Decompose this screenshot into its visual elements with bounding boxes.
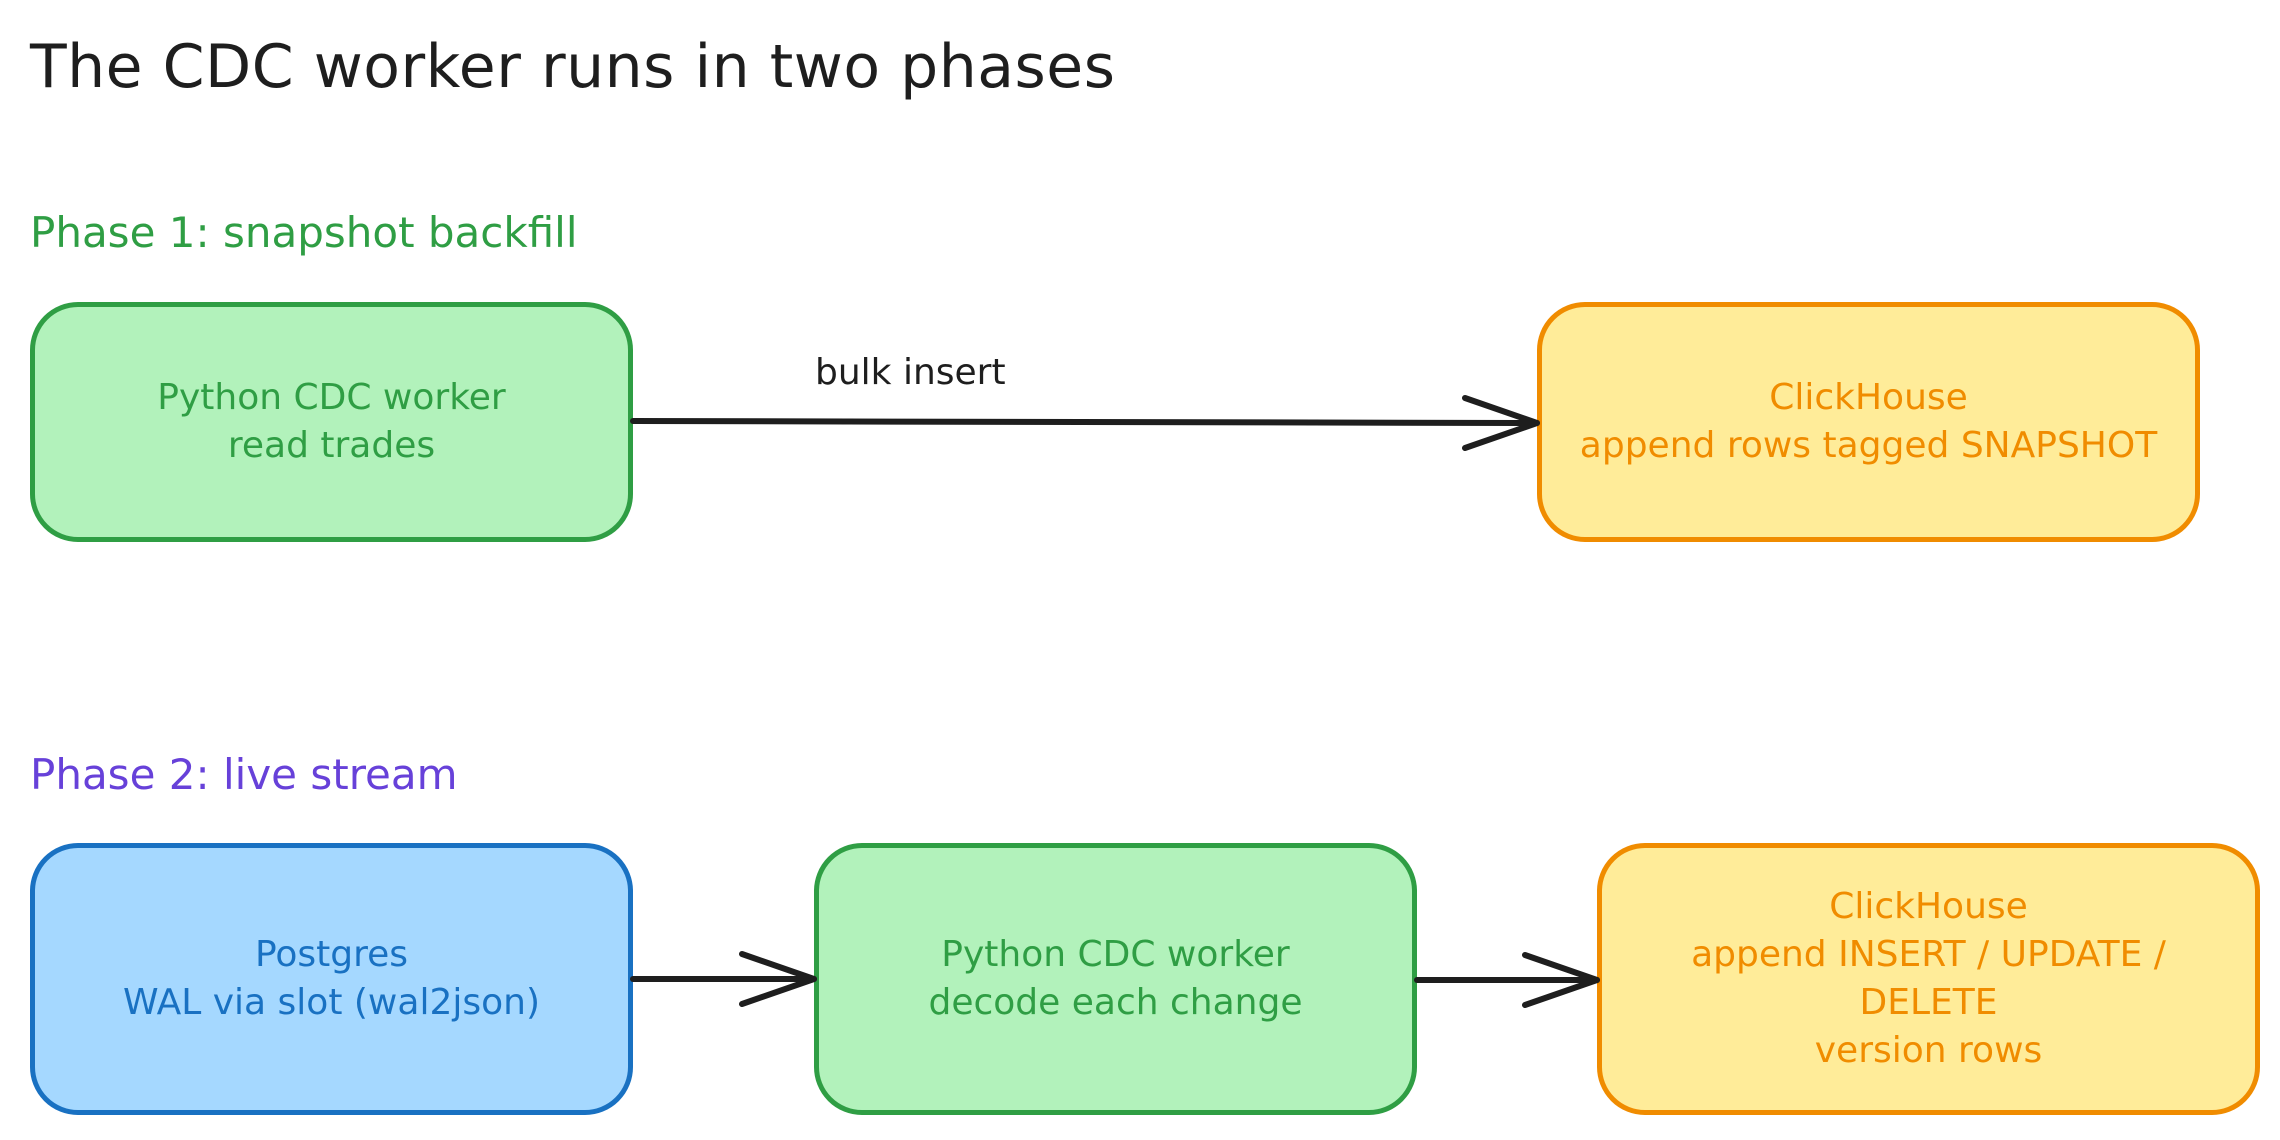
phase-2-clickhouse-line-2: append INSERT / UPDATE / bbox=[1691, 934, 2166, 975]
phase-2-clickhouse-line-3: DELETE bbox=[1859, 982, 1998, 1023]
phase-2-worker-title: Python CDC worker bbox=[941, 934, 1290, 975]
phase-2-label: Phase 2: live stream bbox=[30, 750, 458, 799]
phase-2-postgres-title: Postgres bbox=[254, 934, 409, 975]
phase-1-clickhouse-node[interactable]: ClickHouse append rows tagged SNAPSHOT bbox=[1537, 302, 2200, 542]
arrow-worker-to-clickhouse-phase-1[interactable] bbox=[630, 395, 1540, 451]
phase-1-clickhouse-title: ClickHouse bbox=[1769, 377, 1968, 418]
phase-2-postgres-node[interactable]: Postgres WAL via slot (wal2json) bbox=[30, 843, 633, 1115]
phase-2-clickhouse-line-4: version rows bbox=[1814, 1030, 2043, 1071]
phase-2-clickhouse-node[interactable]: ClickHouse append INSERT / UPDATE / DELE… bbox=[1597, 843, 2260, 1115]
phase-2-postgres-subtitle: WAL via slot (wal2json) bbox=[122, 982, 540, 1023]
phase-1-worker-subtitle: read trades bbox=[227, 425, 436, 466]
phase-2-clickhouse-title: ClickHouse bbox=[1829, 886, 2028, 927]
phase-1-worker-title: Python CDC worker bbox=[157, 377, 506, 418]
phase-1-label: Phase 1: snapshot backfill bbox=[30, 208, 578, 257]
phase-2-worker-subtitle: decode each change bbox=[928, 982, 1303, 1023]
phase-1-worker-node[interactable]: Python CDC worker read trades bbox=[30, 302, 633, 542]
page-title: The CDC worker runs in two phases bbox=[30, 32, 1116, 102]
phase-2-worker-node[interactable]: Python CDC worker decode each change bbox=[814, 843, 1417, 1115]
phase-1-clickhouse-subtitle: append rows tagged SNAPSHOT bbox=[1579, 425, 2158, 466]
bulk-insert-edge-label: bulk insert bbox=[815, 352, 1006, 393]
arrow-postgres-to-worker-phase-2[interactable] bbox=[630, 951, 817, 1007]
arrow-worker-to-clickhouse-phase-2[interactable] bbox=[1414, 952, 1600, 1008]
